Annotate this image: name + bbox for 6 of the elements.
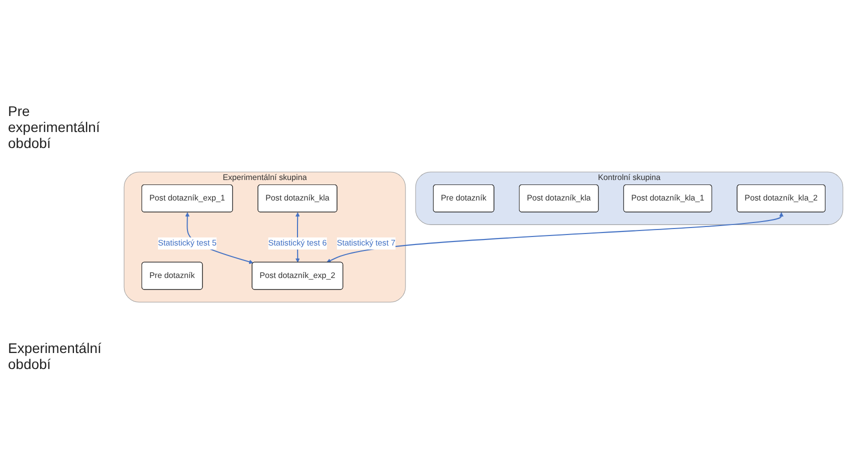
arrow (326, 212, 784, 263)
period-label: Pre experimentální období (8, 102, 101, 150)
edge-label: Statistický test 7 (336, 238, 396, 248)
edge-label: Statistický test 5 (158, 238, 216, 248)
edge-label: Statistický test 6 (268, 238, 327, 248)
period-label: Experimentální období (8, 340, 102, 372)
